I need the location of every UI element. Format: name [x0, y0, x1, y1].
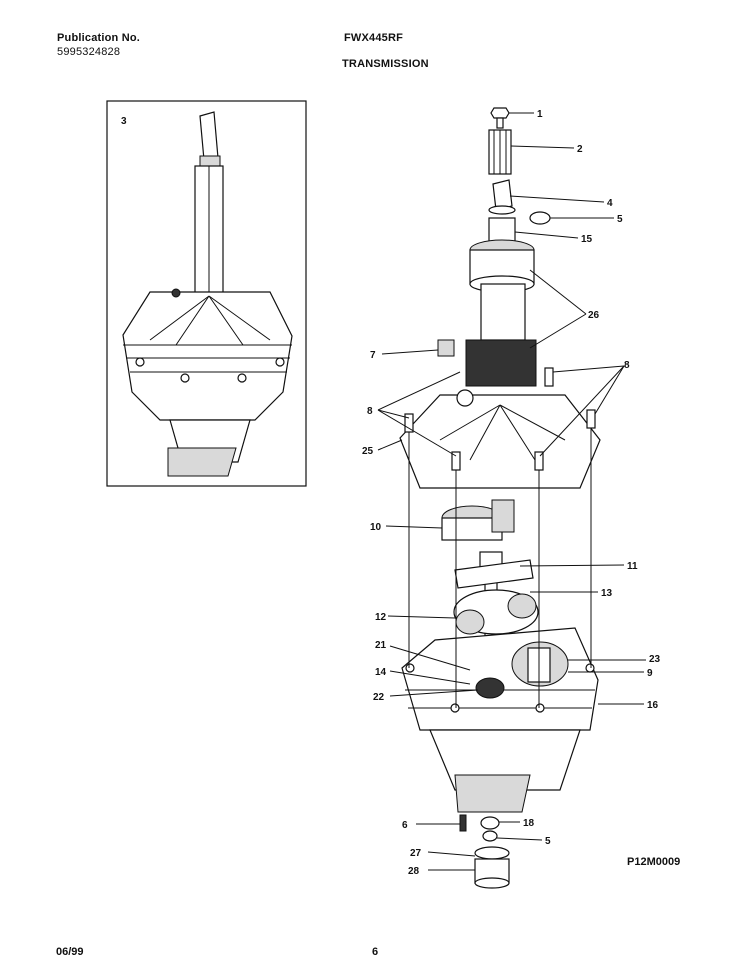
callout-23: 23 [649, 654, 661, 665]
callout-28: 28 [408, 866, 420, 877]
callout-10: 10 [370, 522, 382, 533]
callout-13: 13 [601, 588, 613, 599]
publication-number: 5995324828 [57, 46, 121, 58]
callout-8-right: 8 [624, 360, 630, 371]
callout-27: 27 [410, 848, 422, 859]
callout-labels: 1 2 4 5 15 26 7 8 8 25 10 11 13 12 21 23… [362, 109, 661, 877]
callout-5-lower: 5 [545, 836, 551, 847]
callout-4: 4 [607, 198, 613, 209]
callout-21: 21 [375, 640, 387, 651]
callout-1: 1 [537, 109, 543, 120]
callout-12: 12 [375, 612, 387, 623]
callout-11: 11 [627, 561, 638, 572]
callout-14: 14 [375, 667, 387, 678]
callout-26: 26 [588, 310, 600, 321]
publication-label: Publication No. [57, 32, 141, 44]
exploded-assembly [377, 107, 646, 889]
callout-2: 2 [577, 144, 583, 155]
callout-8-left: 8 [367, 406, 373, 417]
callout-22: 22 [373, 692, 385, 703]
callout-16: 16 [647, 700, 659, 711]
callout-15: 15 [581, 234, 593, 245]
inset-assembly: 3 [106, 100, 307, 487]
diagram-code: P12M0009 [627, 856, 681, 868]
callout-6: 6 [402, 820, 408, 831]
callout-25: 25 [362, 446, 374, 457]
callout-9: 9 [647, 668, 653, 679]
page-number: 6 [372, 946, 379, 958]
inset-label: 3 [121, 116, 127, 127]
callout-5: 5 [617, 214, 623, 225]
callout-7: 7 [370, 350, 376, 361]
footer-date: 06/99 [56, 946, 84, 958]
callout-18: 18 [523, 818, 535, 829]
model-number: FWX445RF [344, 32, 404, 44]
section-title: TRANSMISSION [342, 58, 429, 70]
